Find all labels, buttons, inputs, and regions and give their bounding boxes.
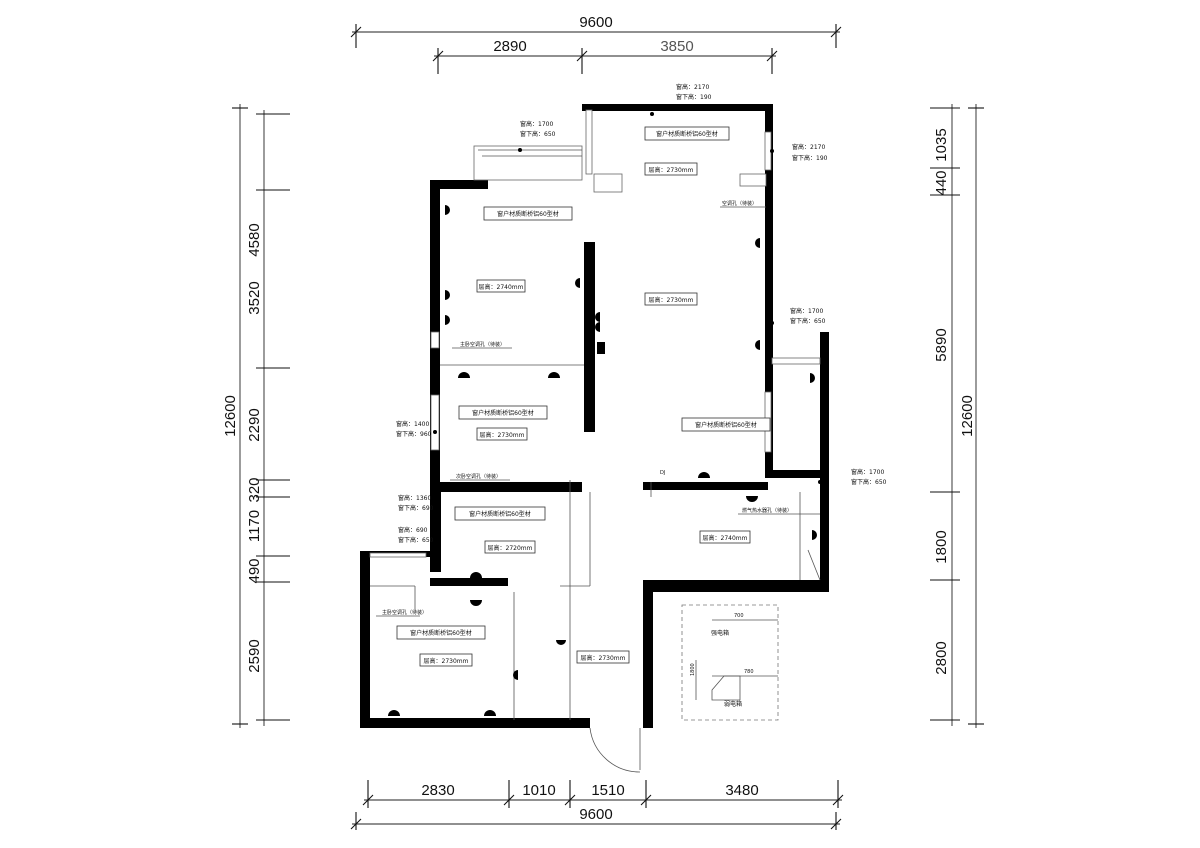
window-1-sill: 窗下高：190	[676, 93, 712, 101]
ac-notes: 空调孔（待装） 主卧空调孔（待装） 次卧空调孔（待装） 燃气热水器孔（待装） 主…	[376, 200, 820, 617]
window-7-sill: 窗下高：690	[398, 504, 434, 512]
dim-bottom-1: 2830	[421, 782, 454, 799]
material-label-1: 窗户材质断桥铝60型材	[656, 130, 718, 138]
window-4-height: 窗高：1700	[790, 307, 823, 315]
material-label-5: 窗户材质断桥铝60型材	[469, 510, 531, 518]
height-label-3: 层高：2730mm	[649, 296, 694, 304]
ac-note-4: 燃气热水器孔（待装）	[742, 507, 792, 514]
window-6-sill: 窗下高：650	[851, 478, 887, 486]
bottom-dimensions: 2830 1010 1510 3480 9600	[350, 780, 844, 830]
height-label-1: 层高：2730mm	[649, 166, 694, 174]
height-label-7: 层高：2730mm	[581, 654, 626, 662]
dim-bottom-4: 3480	[725, 782, 758, 799]
outlets	[388, 205, 817, 716]
ac-note-2: 主卧空调孔（待装）	[460, 341, 505, 348]
ac-note-3: 次卧空调孔（待装）	[456, 473, 501, 480]
electric-area: 700 强电箱 780 1800 弱电箱	[681, 604, 779, 721]
dim-bottom-3: 1510	[591, 782, 624, 799]
dim-left-3: 2290	[246, 408, 263, 441]
height-label-8: 层高：2730mm	[424, 657, 469, 665]
dim-top-a: 2890	[493, 38, 526, 55]
ac-note-1: 空调孔（待装）	[722, 200, 757, 207]
window-markers	[433, 112, 822, 540]
material-labels: 窗户材质断桥铝60型材 窗户材质断桥铝60型材 窗户材质断桥铝60型材 窗户材质…	[396, 126, 771, 640]
left-dimensions: 12600 4580 3520 2290 320 1170 490 2590	[222, 104, 290, 728]
window-7-height: 窗高：1360	[398, 494, 431, 502]
top-dimensions: 9600 2890 3850	[350, 14, 842, 74]
electric-height: 1800	[690, 663, 696, 676]
dim-right-4: 1800	[933, 530, 950, 563]
right-dimensions: 12600 1035 440 5890 1800 2800	[930, 104, 984, 728]
height-label-6: 层高：2720mm	[488, 544, 533, 552]
ceiling-heights: 层高：2730mm 层高：2740mm 层高：2730mm 层高：2730mm …	[419, 162, 751, 667]
window-5-sill: 窗下高：960	[396, 430, 432, 438]
height-label-5: 层高：2740mm	[703, 534, 748, 542]
dim-right-2: 440	[933, 170, 950, 195]
weak-box-label: 弱电箱	[724, 700, 742, 708]
window-5-height: 窗高：1400	[396, 420, 429, 428]
height-label-2: 层高：2740mm	[479, 283, 524, 291]
window-6-height: 窗高：1700	[851, 468, 884, 476]
material-label-4: 窗户材质断桥铝60型材	[695, 421, 757, 429]
height-label-4: 层高：2730mm	[480, 431, 525, 439]
window-annotations: 窗高：2170 窗下高：190 窗高：1700 窗下高：650 窗高：2170 …	[396, 83, 887, 544]
dim-right-5: 2800	[933, 641, 950, 674]
dim-right-3: 5890	[933, 328, 950, 361]
dim-right-total: 12600	[959, 395, 976, 437]
window-2-height: 窗高：1700	[520, 120, 553, 128]
dim-left-7: 2590	[246, 639, 263, 672]
dim-left-4: 320	[246, 477, 263, 502]
dim-bottom-2: 1010	[522, 782, 555, 799]
dim-left-5: 1170	[246, 510, 263, 542]
window-3-sill: 窗下高：190	[792, 154, 828, 162]
dim-top-total: 9600	[579, 14, 612, 31]
dim-top-b: 3850	[660, 38, 693, 55]
window-2-sill: 窗下高：650	[520, 130, 556, 138]
electric-width-2: 780	[744, 669, 754, 675]
ac-note-5: 主卧空调孔（待装）	[382, 609, 427, 616]
window-1-height: 窗高：2170	[676, 83, 709, 91]
dim-right-1: 1035	[933, 128, 950, 161]
window-4-sill: 窗下高：650	[790, 317, 826, 325]
strong-box-label: 强电箱	[711, 629, 729, 637]
material-label-2: 窗户材质断桥铝60型材	[497, 210, 559, 218]
dim-bottom-total: 9600	[579, 806, 612, 823]
electric-width-1: 700	[734, 613, 744, 619]
window-8-sill: 窗下高：650	[398, 536, 434, 544]
dim-left-total: 12600	[222, 395, 239, 437]
dim-left-1: 4580	[246, 223, 263, 256]
window-8-height: 窗高：690	[398, 526, 428, 534]
window-3-height: 窗高：2170	[792, 143, 825, 151]
material-label-6: 窗户材质断桥铝60型材	[410, 629, 472, 637]
dim-left-2: 3520	[246, 281, 263, 314]
material-label-3: 窗户材质断桥铝60型材	[472, 409, 534, 417]
dj-label: DJ	[660, 470, 665, 476]
dim-left-6: 490	[246, 558, 263, 583]
